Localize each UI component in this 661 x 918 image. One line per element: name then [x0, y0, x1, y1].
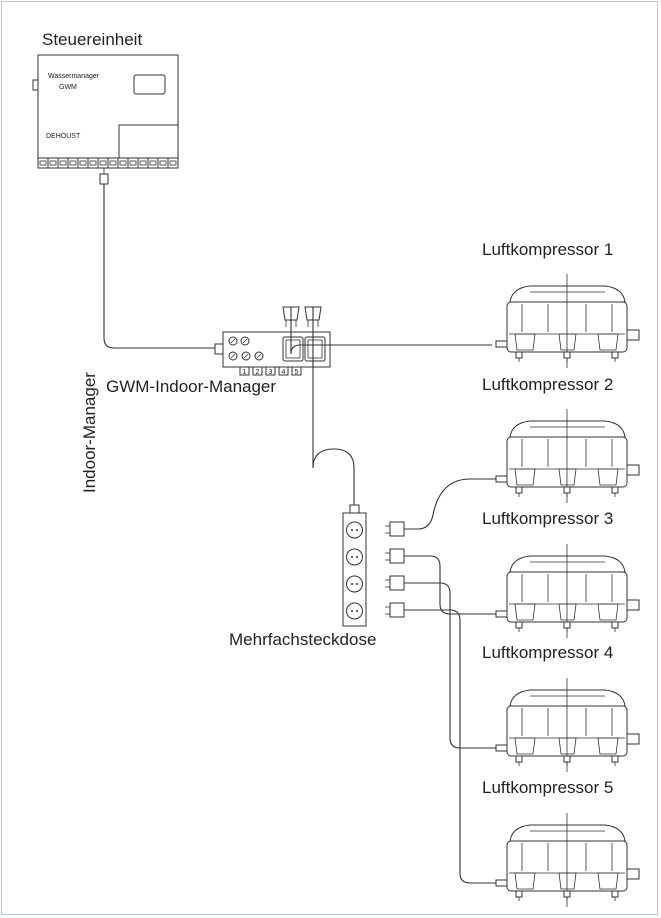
controller-device-line1: Wassermanager: [48, 73, 100, 80]
indoor-manager-terminal: [278, 366, 289, 376]
controller-terminal-cover: [118, 124, 179, 159]
indoor-manager-terminal-number: 1: [243, 369, 247, 376]
controller-terminal: [47, 157, 59, 169]
controller-terminal: [137, 157, 149, 169]
cable-compressor-4: [404, 582, 496, 749]
power-strip-outlet: [346, 575, 363, 593]
cable-compressor-2: [404, 478, 496, 530]
controller-terminal: [117, 157, 129, 169]
controller-terminal: [167, 157, 179, 169]
controller-terminal: [157, 157, 169, 169]
controller-terminal: [37, 157, 49, 169]
indoor-manager-socket: [304, 336, 326, 362]
indoor-manager-terminal-number: 5: [295, 369, 299, 376]
cable-label: Indoor-Manager: [80, 372, 99, 493]
indoor-manager-knobs: [228, 336, 264, 361]
compressor-label: Luftkompressor 5: [482, 778, 613, 797]
controller-terminal: [87, 157, 99, 169]
strip-plug-3: [385, 548, 496, 615]
controller-device-line2: GWM: [59, 84, 77, 91]
indoor-manager-terminal-number: 4: [282, 369, 286, 376]
power-strip-plug: [349, 504, 360, 514]
cable-compressor-1: [290, 307, 492, 355]
strip-plug-2: [385, 478, 496, 537]
indoor-manager-terminal: [265, 366, 276, 376]
indoor-manager-cable-port: [214, 343, 224, 355]
power-strip-outlet: [346, 548, 363, 566]
compressor-1: Luftkompressor 1: [482, 240, 640, 368]
controller-terminal: [147, 157, 159, 169]
indoor-manager-label: GWM-Indoor-Manager: [106, 377, 276, 396]
compressor-label: Luftkompressor 3: [482, 509, 613, 528]
indoor-manager-terminal-number: 3: [269, 369, 273, 376]
indoor-manager-sockets: [282, 336, 326, 362]
cable-compressor-3: [404, 555, 496, 615]
strip-plug-5: [385, 602, 496, 884]
controller-terminal: [107, 157, 119, 169]
controller-terminal: [57, 157, 69, 169]
controller-terminal: [97, 157, 109, 169]
indoor-manager-terminal: [252, 366, 263, 376]
compressor-2: Luftkompressor 2: [482, 375, 640, 503]
cable-power-strip-loop: [312, 307, 355, 505]
indoor-manager-socket: [282, 336, 304, 362]
controller-side-clip: [32, 79, 39, 91]
power-strip-outlet: [346, 521, 363, 539]
strip-plug-4: [385, 575, 496, 749]
indoor-manager-terminal: [291, 366, 302, 376]
controller-terminal: [127, 157, 139, 169]
compressor-label: Luftkompressor 4: [482, 643, 613, 662]
power-strip-housing: [342, 512, 367, 627]
controller-terminal: [67, 157, 79, 169]
power-strip-label: Mehrfachsteckdose: [229, 630, 376, 649]
compressor-5: Luftkompressor 5: [482, 778, 640, 907]
controller-terminal: [77, 157, 89, 169]
power-strip-plugs: [385, 478, 496, 884]
power-strip: Mehrfachsteckdose: [229, 307, 376, 649]
indoor-manager-terminal-number: 2: [256, 369, 260, 376]
power-strip-outlet: [346, 602, 363, 620]
compressor-3: Luftkompressor 3: [482, 509, 640, 638]
controller-unit: Steuereinheit Wassermanager GWM DEHOUST: [32, 30, 179, 185]
compressor-label: Luftkompressor 2: [482, 375, 613, 394]
indoor-manager-plugs: [282, 306, 322, 327]
compressor-4: Luftkompressor 4: [482, 643, 640, 772]
compressors: Luftkompressor 1 Luftkompressor 2 Luftkomp…: [482, 240, 640, 907]
power-strip-outlets: [346, 521, 363, 620]
indoor-manager-terminal: [239, 366, 250, 376]
indoor-manager-unit: 1 2 3 4 5 GWM-Indoor-Manager: [106, 331, 331, 396]
cable-compressor-5: [404, 609, 496, 884]
controller-title: Steuereinheit: [42, 30, 142, 49]
indoor-manager-cable: [103, 184, 218, 349]
indoor-manager-terminals: 1 2 3 4 5: [239, 366, 302, 376]
controller-display: [133, 74, 166, 95]
controller-brand: DEHOUST: [46, 133, 81, 140]
controller-cable-plug: [99, 173, 109, 185]
compressor-label: Luftkompressor 1: [482, 240, 613, 259]
controller-terminal-strip: [37, 157, 179, 169]
